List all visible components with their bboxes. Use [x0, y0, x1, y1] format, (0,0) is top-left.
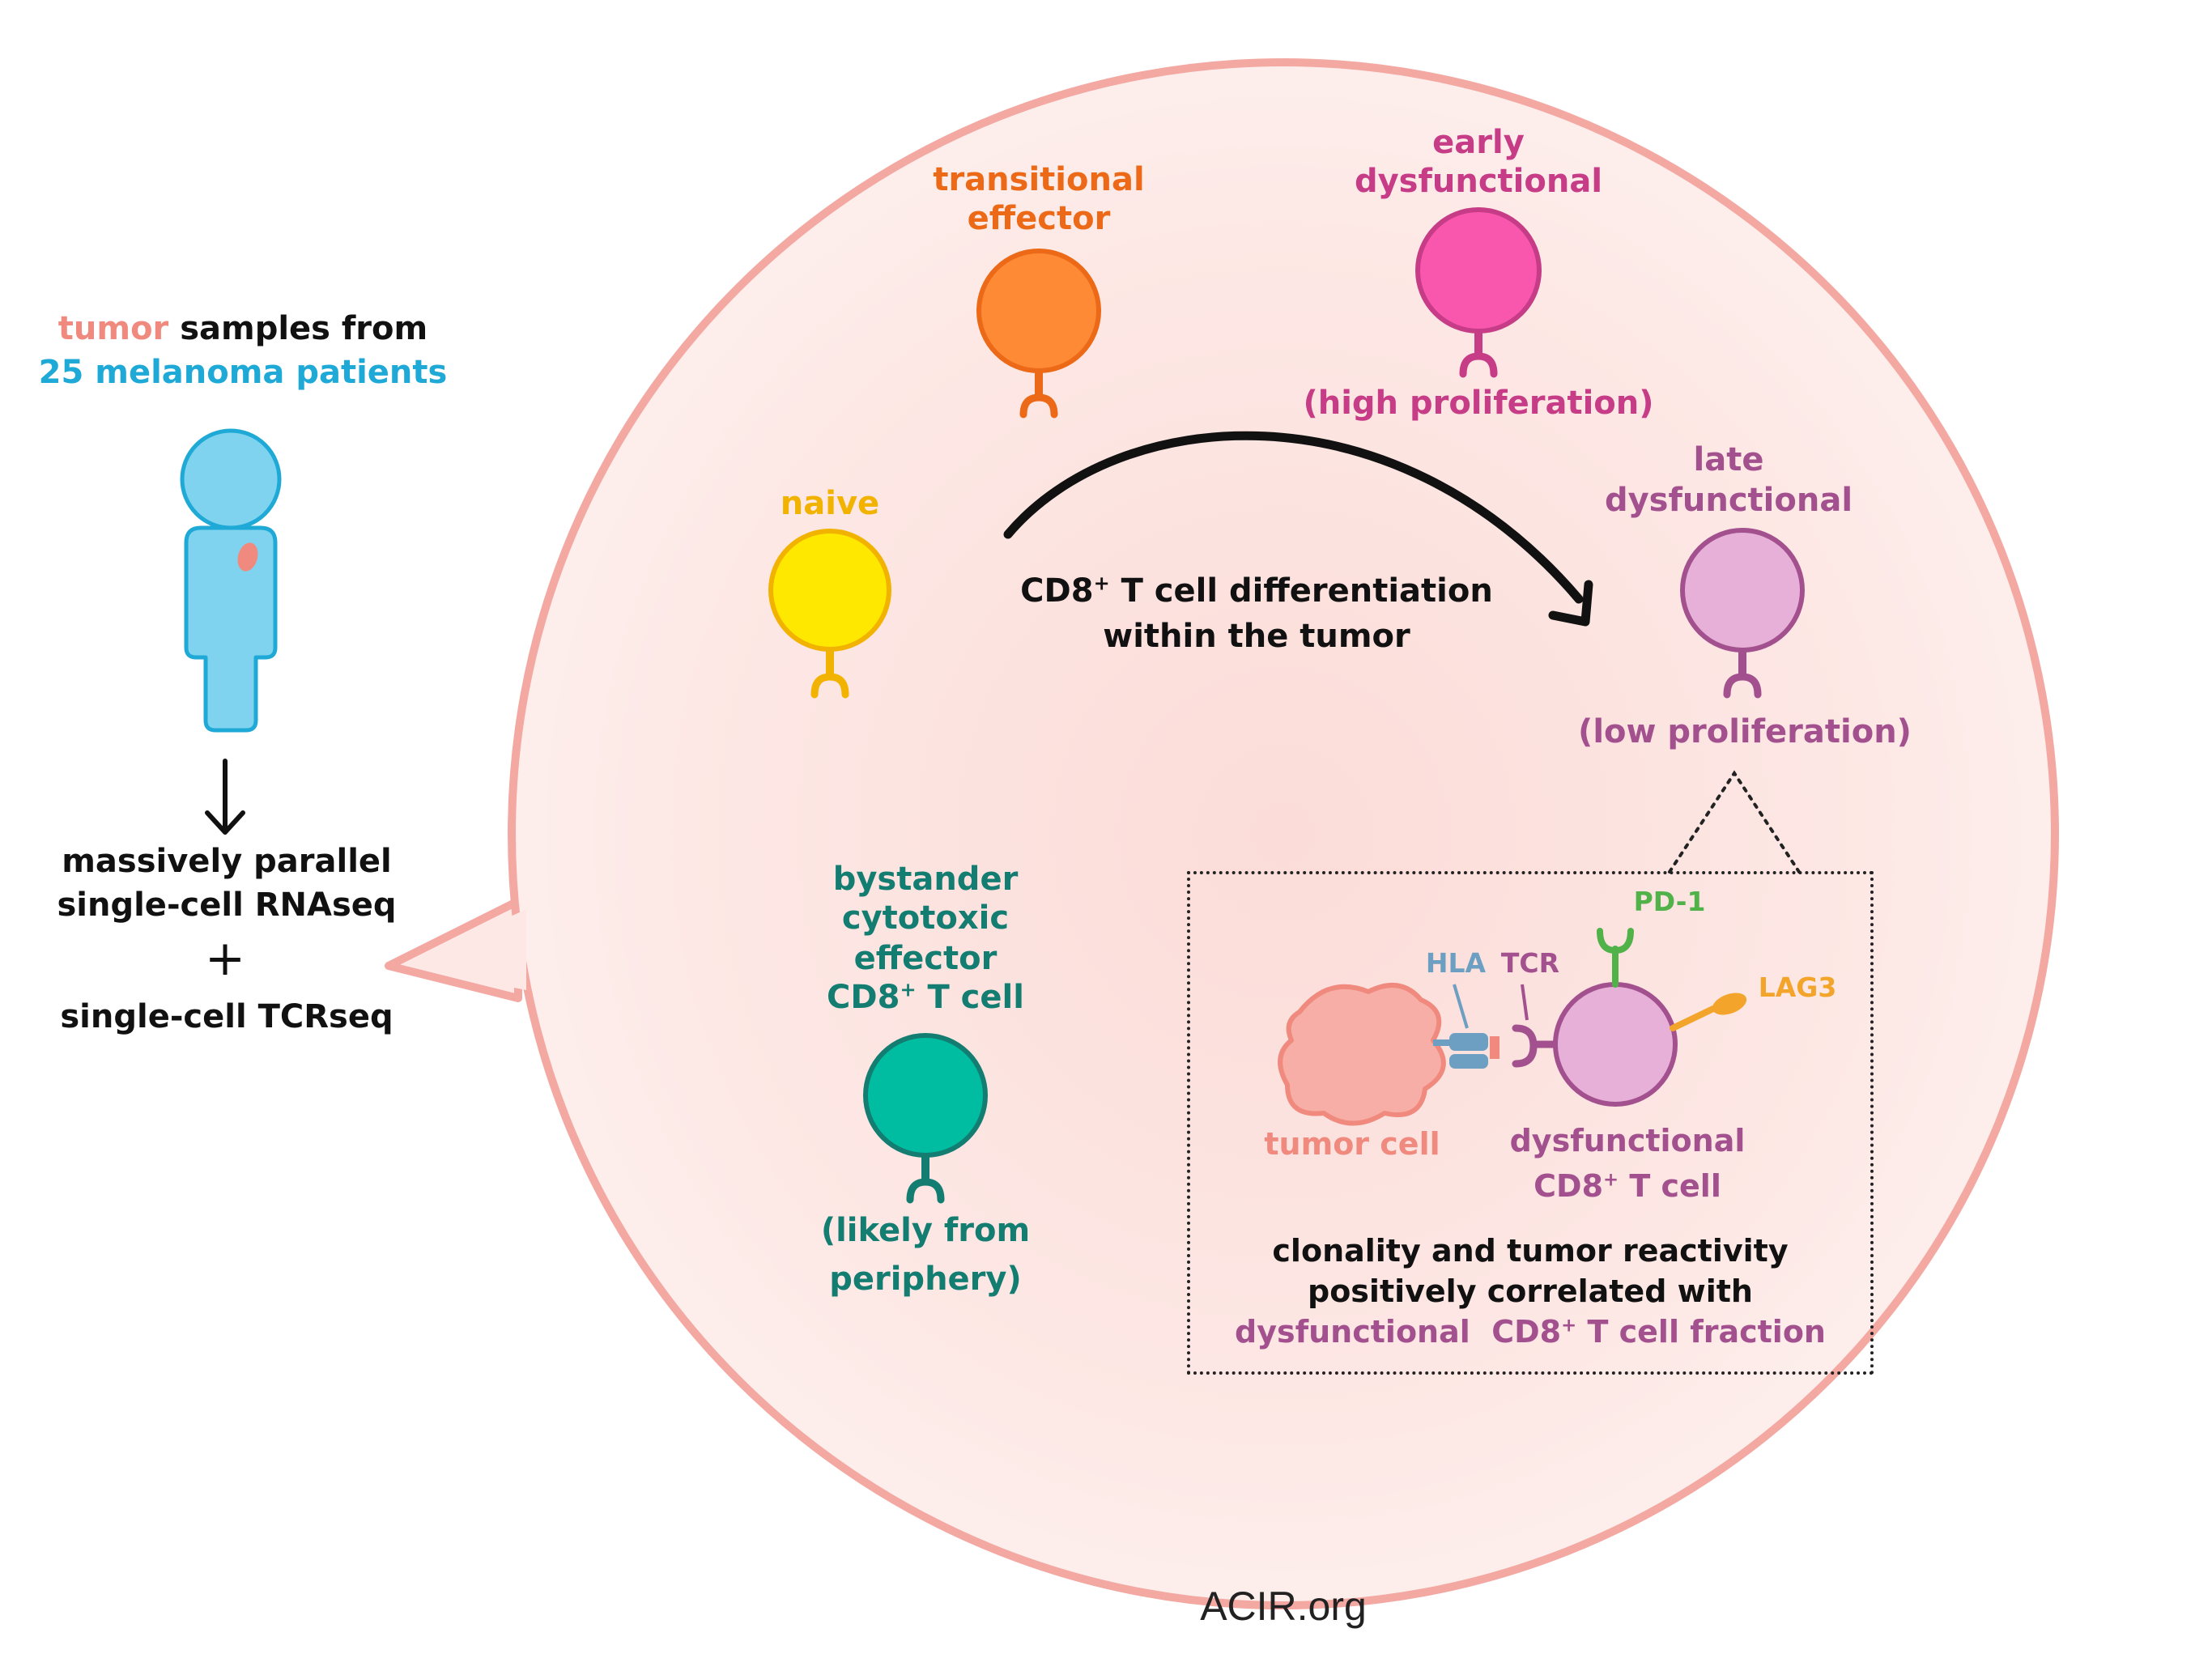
tcr-label: TCR [1500, 947, 1560, 979]
dysfunction-detail-box [1187, 871, 1874, 1375]
dysfunctional-cell-label-line1: dysfunctional [1509, 1123, 1746, 1158]
hla-molecule-icon [1433, 1033, 1499, 1069]
summary-dysfunctional: dysfunctional [1235, 1314, 1470, 1350]
bystander-label-line2: cytotoxic [841, 899, 1010, 937]
transitional-label-line2: effector [967, 200, 1111, 237]
bystander-t-cell-icon [863, 1033, 988, 1204]
summary-cd8: CD8 [1470, 1314, 1562, 1350]
lag3-label: LAG3 [1758, 971, 1837, 1003]
method-line3: single-cell TCRseq [60, 998, 393, 1035]
plus-sign: + [204, 930, 246, 987]
transitional-label-line1: transitional [933, 161, 1145, 198]
bystander-tcell: T cell [916, 979, 1024, 1016]
tumor-microenvironment-bubble [508, 58, 2059, 1609]
arrow-caption-line1: CD8+ T cell differentiation [989, 572, 1524, 611]
dysfunctional-cell-label-line2: CD8+ T cell [1490, 1167, 1765, 1205]
summary-fraction: T cell fraction [1576, 1314, 1826, 1350]
summary-line3: dysfunctional CD8+ T cell fraction [1206, 1313, 1854, 1350]
tumor-cell-icon [1278, 983, 1446, 1126]
naive-label: naive [780, 485, 880, 522]
late-label-line2: dysfunctional [1604, 482, 1853, 519]
transitional-effector-cell-icon [976, 249, 1101, 419]
late-dysfunctional-cell-icon [1680, 528, 1805, 699]
down-arrow-icon [205, 759, 245, 835]
bystander-note-line2: periphery) [829, 1261, 1022, 1298]
arrow-diff: T cell differentiation [1109, 572, 1493, 610]
method-line1: massively parallel [62, 843, 392, 880]
bystander-label-line3: effector [853, 940, 998, 977]
early-label-line2: dysfunctional [1354, 163, 1603, 200]
pd1-receptor-icon [1597, 928, 1634, 988]
naive-t-cell-icon [768, 529, 891, 699]
hla-pointer [1453, 984, 1469, 1029]
bystander-label-line1: bystander [832, 861, 1019, 898]
lag3-molecule-icon [1670, 993, 1747, 1031]
dys-cd8-sup: + [1603, 1169, 1619, 1191]
late-label-line1: late [1693, 441, 1764, 478]
summary-line2: positively correlated with [1308, 1273, 1753, 1309]
early-note: (high proliferation) [1303, 385, 1654, 422]
tumor-cell-label: tumor cell [1264, 1126, 1440, 1162]
intro-patients: 25 melanoma patients [38, 354, 448, 391]
arrow-cd8: CD8 [1020, 572, 1094, 610]
hla-label: HLA [1425, 947, 1487, 979]
summary-cd8-sup: + [1561, 1315, 1577, 1337]
pd1-label: PD-1 [1633, 886, 1706, 917]
tumor-spot [237, 542, 258, 572]
intro-rest: samples from [168, 310, 428, 347]
source-credit: ACIR.org [1200, 1584, 1367, 1629]
differentiation-arrow-icon [1003, 431, 1593, 627]
intro-line1: tumor samples from [49, 309, 437, 349]
arrow-cd8-sup: + [1093, 572, 1110, 595]
bystander-cd8-sup: + [900, 978, 917, 1001]
intro-tumor-word: tumor [57, 310, 169, 347]
patient-icon [180, 428, 282, 733]
method-line2: single-cell RNAseq [57, 886, 397, 924]
dys-tcell: T cell [1619, 1168, 1721, 1204]
callout-pointer [1668, 770, 1801, 874]
early-label-line1: early [1432, 124, 1525, 161]
dys-cd8: CD8 [1534, 1168, 1604, 1204]
bystander-cd8: CD8 [827, 979, 900, 1016]
summary-line1: clonality and tumor reactivity [1272, 1233, 1789, 1269]
arrow-caption-line2: within the tumor [1103, 618, 1410, 655]
late-note: (low proliferation) [1578, 713, 1912, 750]
bystander-note-line1: (likely from [820, 1212, 1031, 1249]
tcr-pointer [1521, 984, 1529, 1021]
early-dysfunctional-cell-icon [1415, 207, 1542, 378]
bystander-label-line4: CD8+ T cell [764, 978, 1087, 1018]
